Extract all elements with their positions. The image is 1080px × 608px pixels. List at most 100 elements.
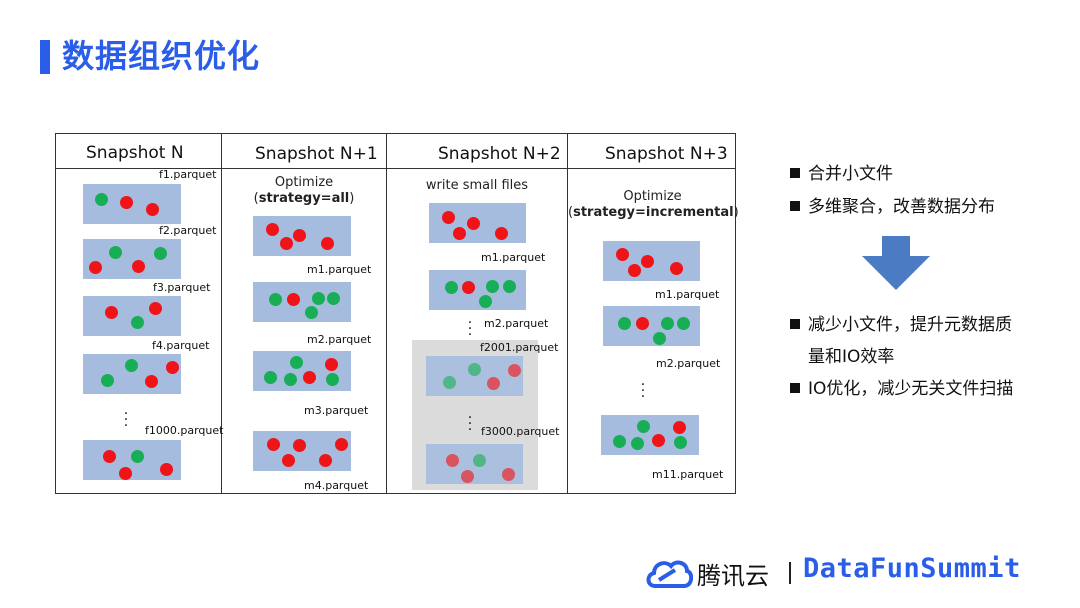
green-dot: [613, 435, 626, 448]
sublabel-line2: (strategy=all): [253, 191, 355, 206]
red-dot: [266, 223, 279, 236]
column-divider: [386, 134, 387, 493]
column-header-snapshot-n1: Snapshot N+1: [255, 144, 378, 164]
footer-separator: [789, 562, 791, 584]
down-arrow-icon: [862, 236, 930, 290]
sublabel-line2: (strategy=incremental): [568, 205, 739, 220]
file-block: [83, 296, 181, 336]
optimize-all-label: Optimize (strategy=all): [222, 175, 386, 207]
green-dot: [473, 454, 486, 467]
file-label: f1000.parquet: [145, 424, 224, 437]
red-dot: [282, 454, 295, 467]
green-dot: [109, 246, 122, 259]
red-dot: [325, 358, 338, 371]
red-dot: [446, 454, 459, 467]
file-label: m2.parquet: [484, 317, 549, 330]
file-block: [83, 239, 181, 279]
file-label: m2.parquet: [656, 357, 721, 370]
red-dot: [103, 450, 116, 463]
green-dot: [326, 373, 339, 386]
red-dot: [641, 255, 654, 268]
bullet-square-icon: [790, 319, 800, 329]
file-label: f1.parquet: [159, 168, 217, 181]
green-dot: [95, 193, 108, 206]
vertical-ellipsis: ···: [123, 406, 129, 434]
file-block: [253, 431, 351, 471]
red-dot: [105, 306, 118, 319]
file-label: f3.parquet: [153, 281, 211, 294]
green-dot: [131, 316, 144, 329]
red-dot: [146, 203, 159, 216]
file-block: [253, 216, 351, 256]
column-divider: [567, 134, 568, 493]
bullet-item: 合并小文件: [790, 162, 893, 186]
red-dot: [293, 229, 306, 242]
red-dot: [132, 260, 145, 273]
header-divider: [56, 168, 735, 169]
red-dot: [335, 438, 348, 451]
file-label: m11.parquet: [652, 468, 724, 481]
bullet-continuation: 量和IO效率: [808, 347, 895, 367]
green-dot: [125, 359, 138, 372]
green-dot: [327, 292, 340, 305]
bullet-square-icon: [790, 201, 800, 211]
red-dot: [267, 438, 280, 451]
file-block: [253, 282, 351, 322]
vertical-ellipsis: ···: [467, 410, 473, 438]
file-block: [83, 184, 181, 224]
sublabel-line1: Optimize: [623, 189, 682, 204]
red-dot: [119, 467, 132, 480]
green-dot: [305, 306, 318, 319]
snapshot-diagram: Snapshot N Snapshot N+1 Snapshot N+2 Sna…: [55, 133, 739, 494]
green-dot: [290, 356, 303, 369]
green-dot: [677, 317, 690, 330]
page-title: 数据组织优化: [62, 37, 261, 75]
red-dot: [293, 439, 306, 452]
file-block: [426, 356, 523, 396]
green-dot: [445, 281, 458, 294]
file-block: [253, 351, 351, 391]
file-label: m1.parquet: [481, 251, 546, 264]
red-dot: [120, 196, 133, 209]
red-dot: [628, 264, 641, 277]
red-dot: [303, 371, 316, 384]
file-label: m1.parquet: [655, 288, 720, 301]
green-dot: [443, 376, 456, 389]
red-dot: [502, 468, 515, 481]
green-dot: [269, 293, 282, 306]
file-label: f2001.parquet: [480, 341, 559, 354]
red-dot: [453, 227, 466, 240]
file-label: f3000.parquet: [481, 425, 560, 438]
red-dot: [467, 217, 480, 230]
tencent-cloud-logo-icon: [646, 560, 693, 588]
red-dot: [508, 364, 521, 377]
red-dot: [616, 248, 629, 261]
red-dot: [461, 470, 474, 483]
green-dot: [468, 363, 481, 376]
file-label: m4.parquet: [304, 479, 369, 492]
vertical-ellipsis: ···: [467, 315, 473, 343]
sublabel-line1: Optimize: [274, 175, 334, 190]
red-dot: [321, 237, 334, 250]
green-dot: [312, 292, 325, 305]
green-dot: [653, 332, 666, 345]
green-dot: [264, 371, 277, 384]
green-dot: [637, 420, 650, 433]
bullet-item: IO优化，减少无关文件扫描: [790, 377, 1013, 401]
bullet-square-icon: [790, 168, 800, 178]
green-dot: [503, 280, 516, 293]
file-block: [429, 270, 526, 310]
footer-brand-text: 腾讯云: [697, 562, 769, 590]
file-label: f2.parquet: [159, 224, 217, 237]
optimize-incremental-label: Optimize (strategy=incremental): [568, 189, 739, 221]
file-label: m1.parquet: [307, 263, 372, 276]
red-dot: [495, 227, 508, 240]
file-block: [601, 415, 699, 455]
footer-event-text: DataFunSummit: [803, 553, 1021, 584]
green-dot: [631, 437, 644, 450]
red-dot: [652, 434, 665, 447]
file-block: [429, 203, 526, 243]
column-header-snapshot-n2: Snapshot N+2: [438, 144, 561, 164]
red-dot: [670, 262, 683, 275]
red-dot: [636, 317, 649, 330]
